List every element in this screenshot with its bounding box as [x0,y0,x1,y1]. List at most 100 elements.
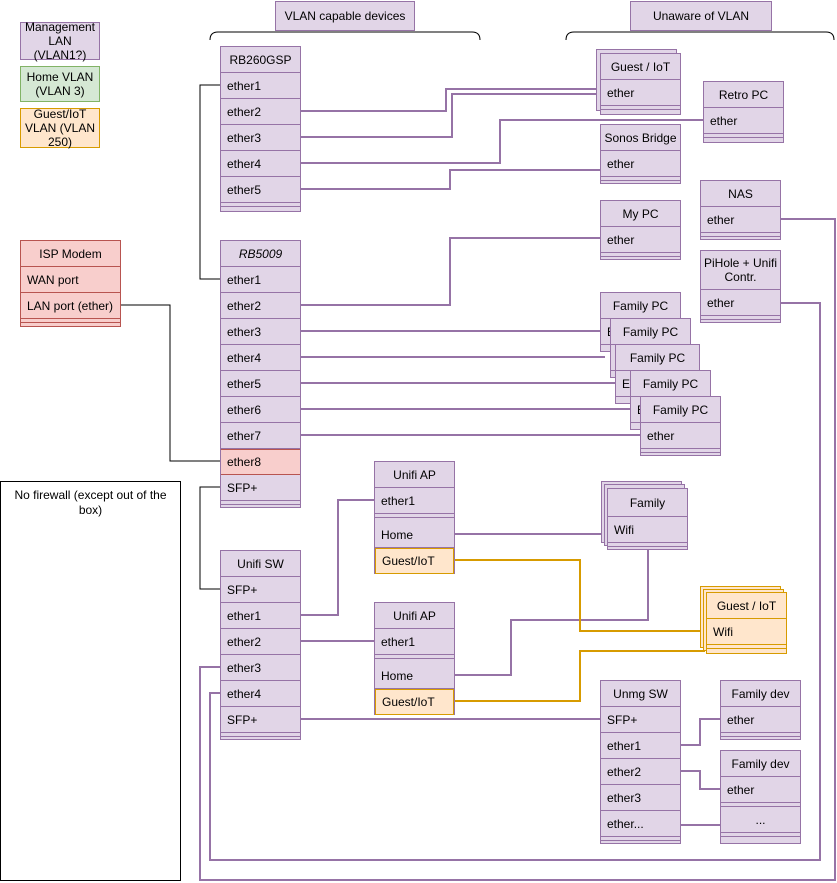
family-wifi-port: Wifi [608,517,687,543]
isp-modem: ISP Modem WAN port LAN port (ether) [20,240,121,327]
sonos-bridge-title: Sonos Bridge [601,125,680,151]
family-pc-title: Family PC [601,293,680,319]
rb260-port: ether4 [221,151,300,177]
unmanaged-switch-port: ether... [601,811,680,837]
unifi-switch-divider [221,733,300,737]
family-dev-2-divider-bottom [721,833,800,837]
unifi-ap-1-title: Unifi AP [375,462,454,488]
unmanaged-switch-title: Unmg SW [601,681,680,707]
rb5009-port: ether7 [221,423,300,449]
my-pc-port: ether [601,227,680,253]
retro-pc: Retro PC ether [703,81,784,143]
legend-management: Management LAN (VLAN1?) [20,20,100,62]
rb260-port: ether1 [221,73,300,99]
guest-wifi-divider [707,645,786,649]
nas-title: NAS [701,181,780,207]
unifi-switch-port: ether3 [221,655,300,681]
link-sw-ether3-nas [199,218,836,881]
legend-guest-label: Guest/IoT VLAN (VLAN 250) [24,107,96,149]
link-sw-ether1-ap1 [300,499,374,616]
unifi-switch-port: SFP+ [221,577,300,603]
link-unmg-ether2-dev2 [680,770,720,790]
unifi-ap-2: Unifi AP ether1 Home Guest/IoT [374,602,455,715]
unmanaged-switch-port: ether2 [601,759,680,785]
pihole-unifi-controller: PiHole + Unifi Contr. ether [700,250,781,323]
nas-port: ether [701,207,780,233]
rb260-port: ether3 [221,125,300,151]
unifi-ap-1: Unifi AP ether1 Home Guest/IoT [374,461,455,574]
family-dev-2: Family dev ether ... [720,750,801,844]
rb5009-title: RB5009 [221,241,300,267]
family-dev-2-title: Family dev [721,751,800,777]
link-ap2-guest-wifi [455,650,705,702]
rb5009-port: ether3 [221,319,300,345]
legend-management-label: Management LAN (VLAN1?) [24,20,96,62]
unifi-ap-1-port: ether1 [375,488,454,514]
unifi-ap-1-home: Home [375,522,454,548]
rb5009-port: ether1 [221,267,300,293]
rb5009-port: ether6 [221,397,300,423]
link-rb260-rb5009 [199,84,220,280]
unifi-switch-port: ether1 [221,603,300,629]
nas: NAS ether [700,180,781,240]
guest-iot-device: Guest / IoT ether [600,53,681,115]
unifi-switch: Unifi SW SFP+ ether1 ether2 ether3 ether… [220,550,301,740]
link-rb260-ether3-retro [300,93,600,138]
link-rb260-ether4-retro [300,119,703,164]
guest-wifi-port: Wifi [707,619,786,645]
link-rb5009-ether2-mypc [300,237,600,306]
family-dev-2-port: ether [721,777,800,803]
link-rb260-ether5-sonos [300,169,600,190]
brace-vlan-capable [209,31,481,41]
nas-divider [701,233,780,237]
unmanaged-switch-divider [601,837,680,841]
rb5009-divider [221,501,300,505]
pihole-port: ether [701,290,780,316]
legend-home-label: Home VLAN (VLAN 3) [26,70,94,98]
link-ap2-home-family [455,545,649,676]
unifi-ap-2-divider [375,655,454,659]
unifi-ap-1-divider [375,514,454,518]
guest-iot-wifi: Guest / IoT Wifi [706,592,787,654]
family-dev-2-divider [721,803,800,807]
rb5009-port: SFP+ [221,475,300,501]
retro-pc-title: Retro PC [704,82,783,108]
sonos-bridge-port: ether [601,151,680,177]
guest-iot-title: Guest / IoT [601,54,680,80]
family-pc-title: Family PC [631,371,710,397]
family-wifi-title: Family [608,489,687,517]
section-unaware: Unaware of VLAN [630,1,772,31]
retro-pc-port: ether [704,108,783,134]
family-pc-title: Family PC [611,319,690,345]
unifi-ap-2-home: Home [375,663,454,689]
rb260-port: ether5 [221,177,300,203]
section-vlan-capable: VLAN capable devices [275,1,415,31]
unifi-ap-2-guest: Guest/IoT [375,689,454,715]
rb5009-port: ether5 [221,371,300,397]
my-pc: My PC ether [600,200,681,260]
unmanaged-switch-port: SFP+ [601,707,680,733]
family-pc-title: Family PC [641,397,720,423]
family-dev-1-title: Family dev [721,681,800,707]
link-rb5009-sw [199,486,220,590]
link-ap1-guest-wifi [455,559,705,632]
rb260gsp-title: RB260GSP [221,47,300,73]
section-unaware-label: Unaware of VLAN [652,9,750,23]
rb5009-port-wan: ether8 [221,449,300,475]
link-rb260-ether2-guest-iot [300,88,600,112]
rb260-port: ether2 [221,99,300,125]
unifi-ap-2-port: ether1 [375,629,454,655]
guest-iot-divider [601,106,680,110]
family-dev-more: ... [721,807,800,833]
unifi-switch-port: ether2 [221,629,300,655]
section-vlan-capable-label: VLAN capable devices [284,9,406,23]
retro-pc-divider [704,134,783,138]
link-unmg-ether1-dev1 [680,718,720,746]
family-dev-1-port: ether [721,707,800,733]
unifi-ap-1-guest: Guest/IoT [375,548,454,574]
firewall-note-text: No firewall (except out of the box) [14,488,167,517]
family-pc-title: Family PC [616,345,699,371]
my-pc-divider [601,253,680,257]
guest-wifi-title: Guest / IoT [707,593,786,619]
link-isp-rb5009 [120,304,220,462]
